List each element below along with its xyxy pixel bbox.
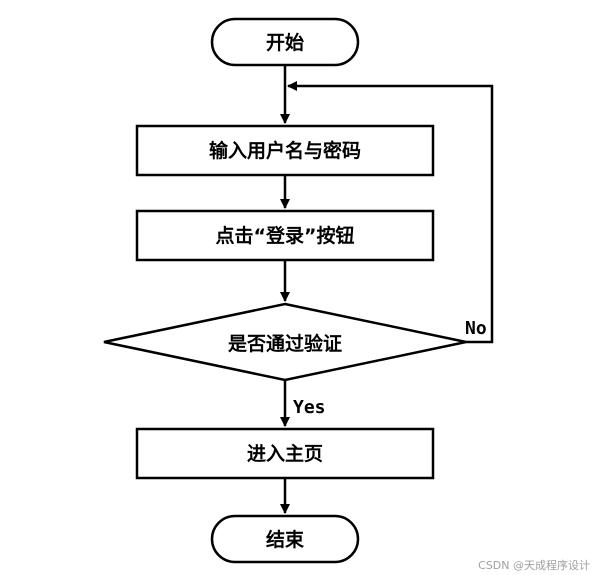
enter-home-node: 进入主页 — [135, 427, 435, 480]
enter-home-label: 进入主页 — [247, 443, 323, 465]
end-node: 结束 — [210, 514, 360, 564]
watermark: CSDN @天成程序设计 — [478, 558, 590, 572]
end-label: 结束 — [266, 528, 305, 551]
edge-no-loop — [287, 81, 494, 344]
verify-question-label: 是否通过验证 — [228, 332, 342, 355]
yes-label: Yes — [293, 397, 326, 418]
start-node: 开始 — [210, 17, 360, 67]
no-label: No — [465, 318, 487, 339]
start-label: 开始 — [266, 31, 304, 54]
click-login-label: 点击“登录”按钮 — [216, 224, 355, 247]
verify-decision-node: 是否通过验证 — [103, 302, 467, 382]
input-credentials-node: 输入用户名与密码 — [135, 124, 435, 177]
click-login-node: 点击“登录”按钮 — [135, 209, 435, 262]
input-credentials-label: 输入用户名与密码 — [209, 139, 361, 162]
